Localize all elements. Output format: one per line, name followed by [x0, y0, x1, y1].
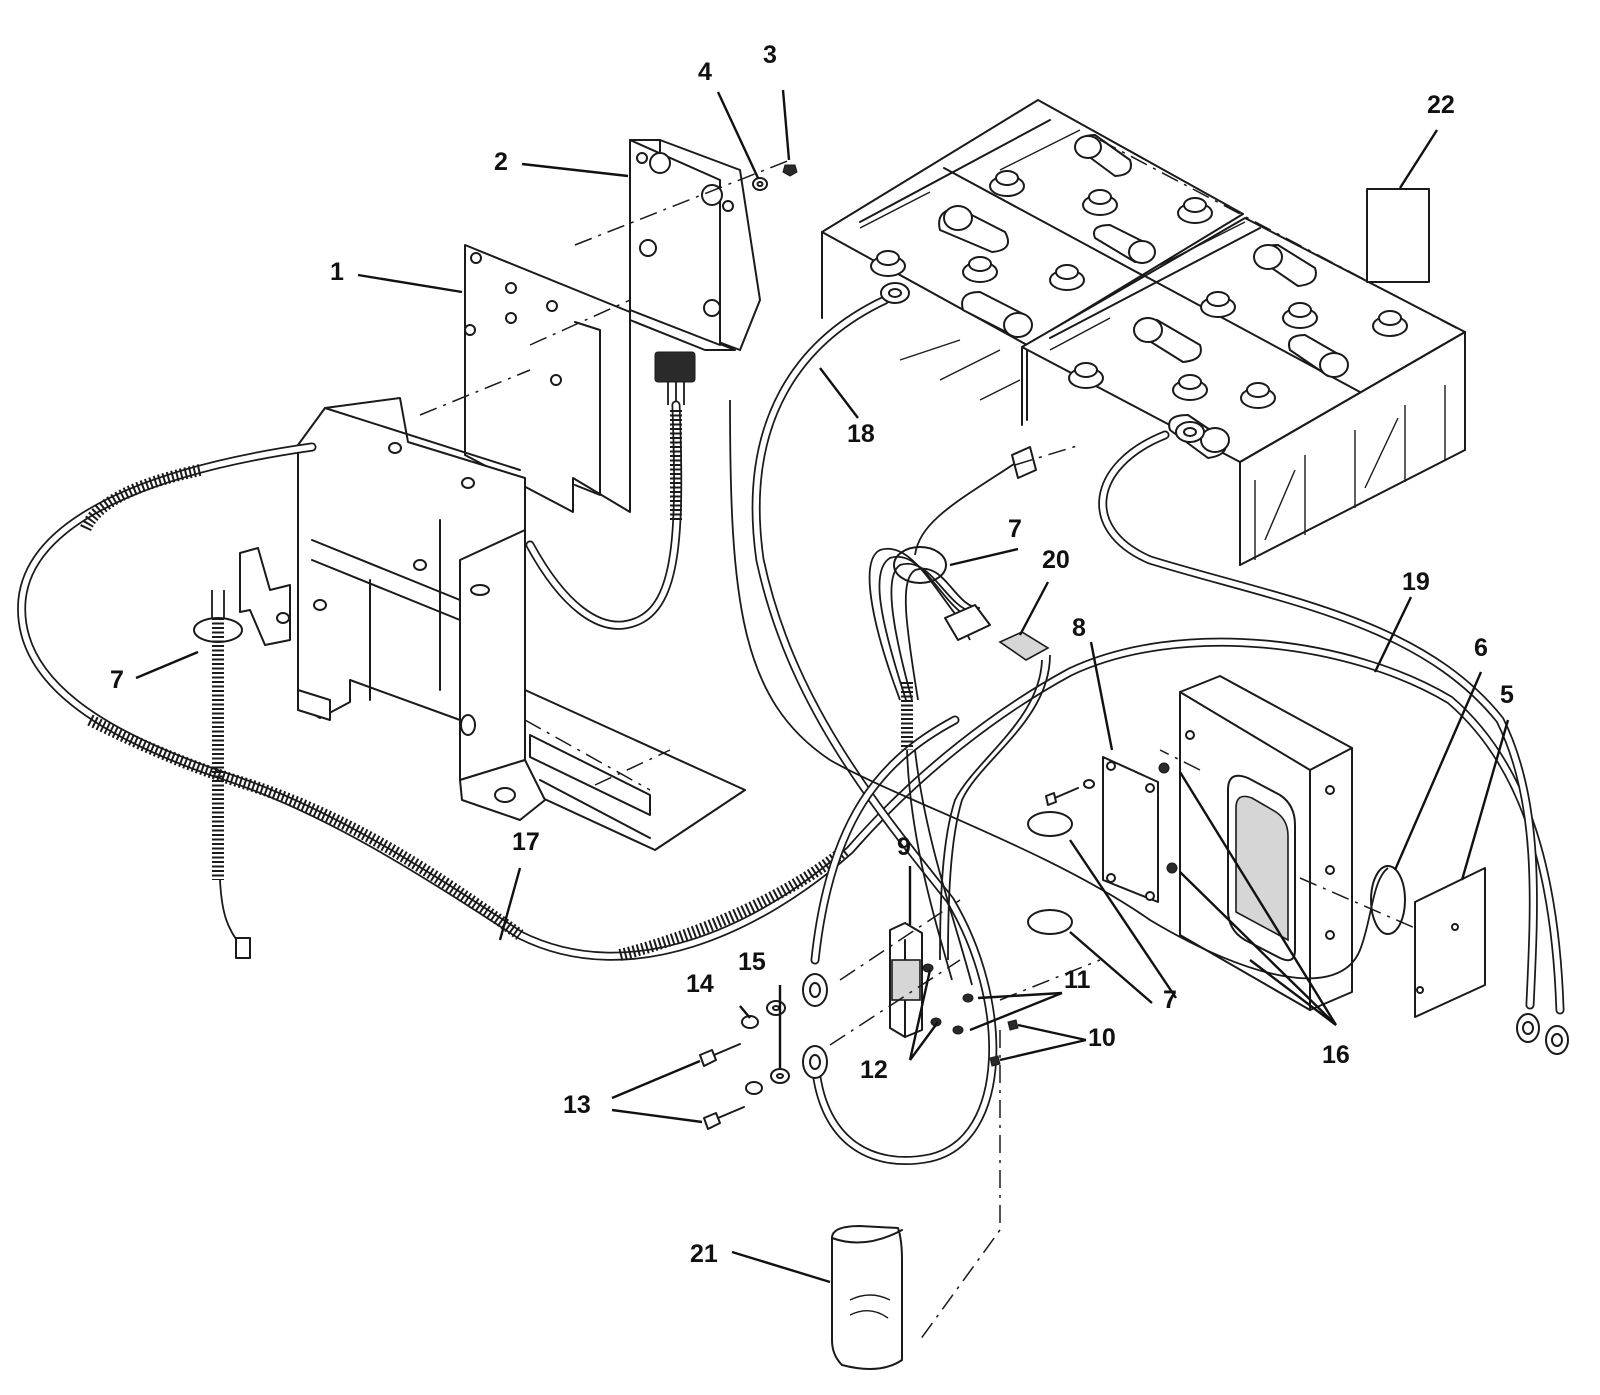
assembly-centerlines	[419, 139, 1461, 1341]
callout-14: 14	[686, 970, 714, 998]
connector-plug	[998, 631, 1050, 661]
callout-12: 12	[860, 1056, 888, 1084]
callout-7-left: 7	[110, 666, 124, 694]
charger-box	[1179, 675, 1353, 1011]
gasket-seal	[1370, 865, 1406, 935]
callout-4: 4	[698, 58, 712, 86]
callout-1: 1	[330, 258, 344, 286]
callout-labels: 1 2 3 4 5 6 7 7 7 7 8 9 10 11 12 13 14 1…	[110, 41, 1514, 1268]
callout-9: 9	[897, 833, 911, 861]
cable-ties	[193, 546, 1073, 935]
battery-pack	[821, 99, 1466, 566]
callout-5: 5	[1500, 681, 1514, 709]
callout-3: 3	[763, 41, 777, 69]
callout-22: 22	[1427, 91, 1455, 119]
cover-plate	[1414, 867, 1486, 1018]
decal	[1366, 188, 1430, 283]
paint-can	[831, 1225, 903, 1370]
callout-18: 18	[847, 420, 875, 448]
callout-10: 10	[1088, 1024, 1116, 1052]
callout-8: 8	[1072, 614, 1086, 642]
battery-tray-bracket	[239, 397, 746, 851]
callout-16: 16	[1322, 1041, 1350, 1069]
callout-21: 21	[690, 1240, 718, 1268]
callout-7-right: 7	[1163, 986, 1177, 1014]
fuse-plate	[1102, 756, 1159, 903]
callout-13: 13	[563, 1091, 591, 1119]
callout-7-top: 7	[1008, 515, 1022, 543]
callout-20: 20	[1042, 546, 1070, 574]
callout-17: 17	[512, 828, 540, 856]
callout-15: 15	[738, 948, 766, 976]
shunt	[889, 922, 923, 1038]
callout-6: 6	[1474, 634, 1488, 662]
callout-2: 2	[494, 148, 508, 176]
callout-11: 11	[1064, 966, 1091, 994]
leader-lines	[135, 89, 1510, 1284]
ring-terminals	[802, 282, 1569, 1079]
controller-module	[629, 139, 761, 405]
cables	[17, 295, 1565, 1166]
callout-19: 19	[1402, 568, 1430, 596]
